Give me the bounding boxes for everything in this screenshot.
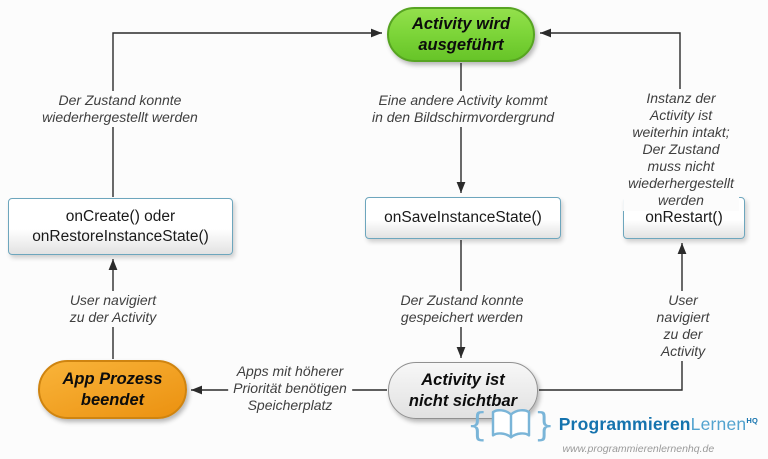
edge-label-apps-need-memory: Apps mit höherer Priorität benötigen Spe…	[228, 362, 352, 416]
brand-text-light: Lernen	[690, 413, 747, 434]
logo-brace-right-icon: }	[533, 404, 555, 444]
brand-text-bold: Programmieren	[558, 413, 691, 434]
open-book-icon	[491, 409, 530, 439]
node-oncreate: onCreate() oder onRestoreInstanceState()	[8, 198, 233, 255]
brand-logo: { } ProgrammierenLernenHQ www.programmie…	[467, 406, 758, 456]
brand-wordmark: ProgrammierenLernenHQ	[559, 414, 758, 435]
edge-label-user-navigates-left: User navigiert zu der Activity	[64, 291, 162, 328]
edge-label-instance-intact: Instanz der Activity ist weiterhin intak…	[623, 89, 739, 211]
edge-label-state-restored: Der Zustand konnte wiederhergestellt wer…	[37, 91, 203, 128]
node-activity-running: Activity wird ausgeführt	[387, 7, 535, 62]
arrow-oncreate-to-running	[112, 28, 382, 197]
brand-logo-row: { } ProgrammierenLernenHQ	[467, 406, 758, 442]
edge-label-user-navigates-right: User navigiert zu der Activity	[640, 291, 726, 362]
edge-label-state-saved: Der Zustand konnte gespeichert werden	[395, 291, 529, 328]
node-activity-not-visible: Activity ist nicht sichtbar	[388, 362, 538, 419]
edge-label-other-activity-foreground: Eine andere Activity kommt in den Bildsc…	[366, 91, 560, 128]
node-onsaveinstancestate: onSaveInstanceState()	[365, 197, 561, 239]
logo-url: www.programmierenlernenhq.de	[562, 443, 715, 455]
logo-brace-left-icon: {	[466, 404, 488, 444]
node-app-process-ended: App Prozess beendet	[38, 360, 187, 419]
brand-text-sup: HQ	[746, 415, 758, 425]
